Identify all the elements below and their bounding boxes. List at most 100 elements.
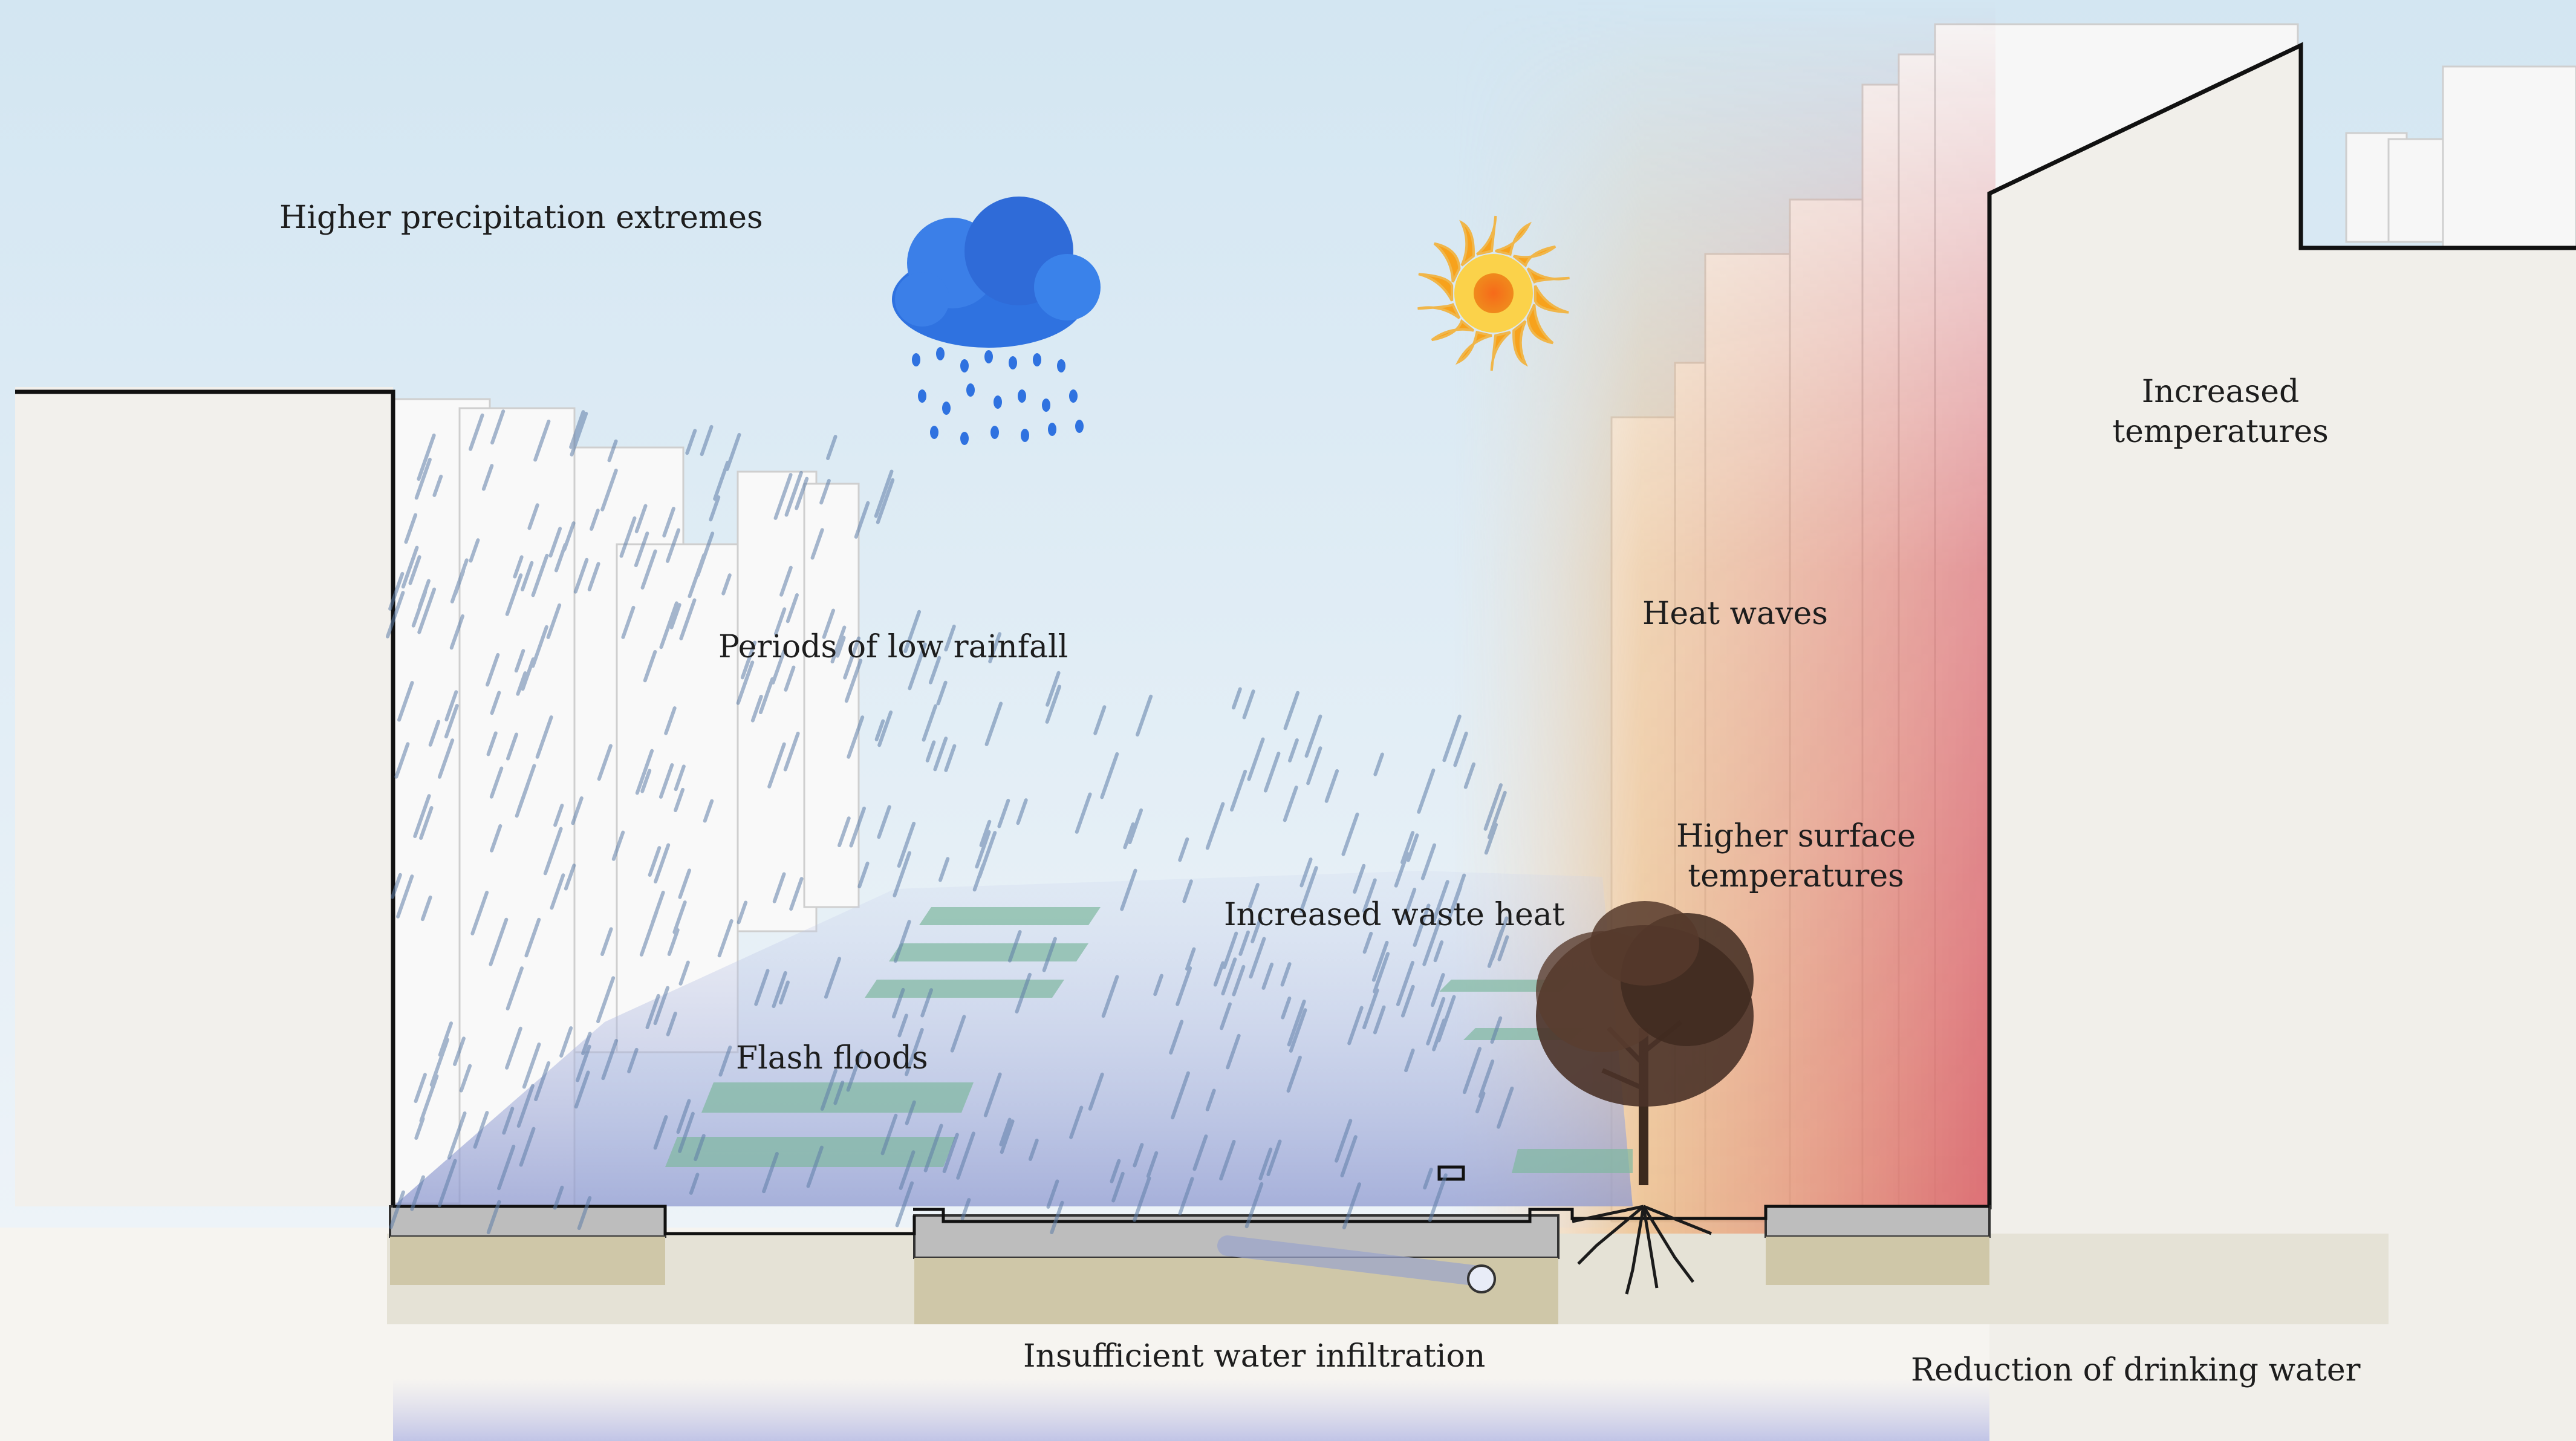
- rain-streak: [1222, 931, 1238, 969]
- rain-streak: [925, 740, 936, 763]
- rain-streak: [1251, 916, 1263, 943]
- sun-icon: [1417, 215, 1570, 371]
- rain-streak: [669, 603, 681, 629]
- rain-streak: [600, 469, 618, 512]
- rain-streak: [447, 1111, 467, 1160]
- rain-streak: [619, 516, 637, 558]
- rain-streak: [679, 598, 697, 640]
- rain-streak: [844, 659, 863, 703]
- raindrop: [1021, 429, 1029, 442]
- rain-streak: [1249, 937, 1266, 979]
- sun-ray: [1526, 304, 1554, 345]
- rain-streak: [1453, 731, 1468, 767]
- rain-streak: [505, 1026, 522, 1070]
- rain-streak: [543, 827, 563, 876]
- rain-streak: [404, 513, 418, 544]
- rain-streak: [1428, 1173, 1448, 1222]
- rain-streak: [880, 1113, 898, 1156]
- rain-streak: [1263, 752, 1281, 793]
- rain-streak: [418, 579, 431, 608]
- rain-streak: [713, 460, 730, 501]
- rain-streak: [849, 806, 867, 848]
- raindrop: [936, 347, 945, 360]
- rain-streak: [643, 649, 657, 683]
- rain-streak: [486, 652, 500, 687]
- rain-streak: [420, 895, 432, 922]
- rain-streak: [1042, 937, 1057, 972]
- rain-streak: [1100, 752, 1119, 799]
- rain-streak: [1046, 671, 1061, 707]
- rain-streak: [1242, 689, 1255, 720]
- rain-streak: [664, 706, 677, 735]
- rain-streak: [1258, 1147, 1273, 1180]
- rain-streak: [527, 503, 539, 530]
- rain-streak: [574, 1070, 590, 1109]
- label-increased-temperatures-line1: Increased: [2141, 374, 2300, 410]
- rain-streak: [1340, 1135, 1358, 1178]
- rain-streak: [838, 816, 851, 848]
- raindrop: [1018, 389, 1026, 403]
- rain-streak: [1394, 851, 1410, 888]
- rain-streak: [470, 890, 489, 935]
- rain-streak: [621, 605, 636, 639]
- rain-streak: [1484, 822, 1498, 855]
- rain-streak: [703, 799, 714, 823]
- rain-streak: [601, 1039, 619, 1081]
- rain-streak: [1219, 1139, 1236, 1181]
- rain-streak: [1420, 843, 1437, 880]
- rain-streak: [581, 1032, 592, 1056]
- rain-streak: [666, 528, 681, 563]
- rain-streak: [654, 843, 671, 883]
- rain-streak: [1281, 996, 1292, 1020]
- rain-streak: [960, 1198, 971, 1220]
- raindrop: [960, 359, 969, 372]
- rain-cloud-icon: [892, 197, 1101, 445]
- rain-streak: [587, 562, 600, 591]
- label-drinking-water: Reduction of drinking water: [1911, 1352, 2361, 1388]
- rain-streak: [826, 435, 838, 460]
- rain-streak: [438, 1021, 454, 1057]
- raindrop: [1033, 353, 1041, 366]
- rain-streak: [1286, 1055, 1302, 1093]
- rain-streak: [506, 732, 518, 761]
- raindrop: [994, 395, 1002, 409]
- sun-ray: [1431, 319, 1475, 342]
- label-surface-temperatures-line2: temperatures: [1688, 858, 1904, 894]
- label-precipitation: Higher precipitation extremes: [279, 200, 763, 236]
- rain-streak: [1371, 940, 1389, 982]
- rain-streak: [522, 1043, 541, 1089]
- rain-streak: [904, 1027, 924, 1076]
- rain-streak: [640, 769, 652, 793]
- raindrop: [942, 402, 951, 415]
- rain-streak: [1110, 1159, 1121, 1183]
- rain-streak: [1347, 1006, 1364, 1046]
- rain-streak: [767, 742, 786, 789]
- rain-streak: [857, 861, 870, 889]
- rain-streak: [1007, 930, 1022, 963]
- rain-streak: [414, 1116, 425, 1140]
- rain-streak: [678, 1111, 695, 1153]
- rain-streak: [820, 1069, 838, 1111]
- rain-streak: [1478, 1059, 1495, 1098]
- rain-streak: [505, 573, 523, 616]
- label-waste-heat: Increased waste heat: [1224, 897, 1565, 933]
- raindrop: [918, 389, 926, 403]
- rain-streak: [1266, 1139, 1282, 1177]
- rain-streak: [1497, 1086, 1514, 1129]
- rain-streak: [1088, 1072, 1104, 1111]
- rain-streak: [548, 527, 562, 558]
- rain-streak: [634, 504, 648, 533]
- rain-streak: [847, 715, 865, 759]
- raindrop: [912, 353, 920, 366]
- sun-ray: [1418, 273, 1454, 302]
- raindrop: [1042, 398, 1050, 412]
- rain-streak: [1247, 737, 1265, 781]
- rain-streak: [1400, 984, 1415, 1018]
- rain-streak: [653, 986, 670, 1026]
- rain-streak: [975, 830, 991, 869]
- rain-streak: [634, 531, 649, 567]
- rain-streak: [737, 900, 748, 925]
- rain-streak: [1028, 1139, 1039, 1161]
- rain-streak: [1192, 1134, 1208, 1171]
